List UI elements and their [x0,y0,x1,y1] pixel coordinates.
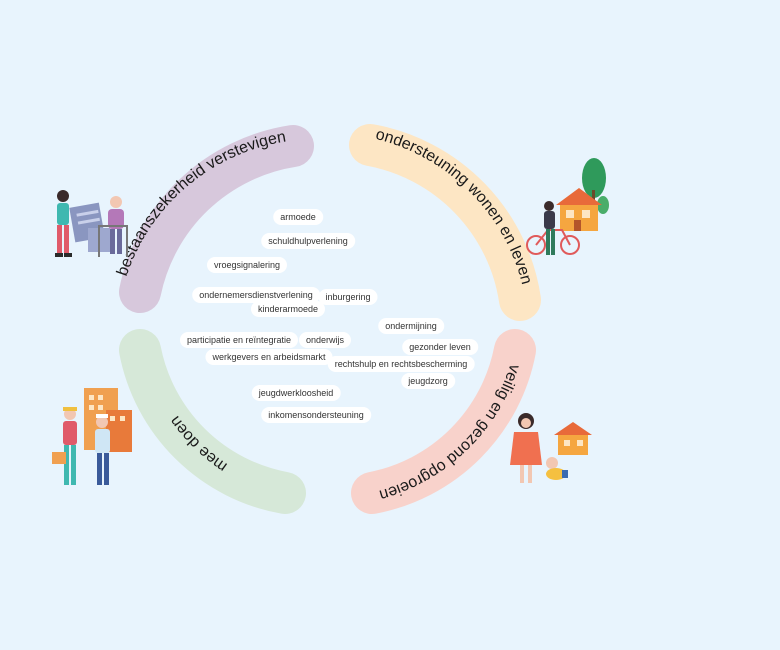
keyword-chip-inkomensondersteuning: inkomensondersteuning [261,407,371,423]
keyword-chip-onderwijs: onderwijs [298,332,352,348]
keyword-chip-kinderarmoede: kinderarmoede [250,301,326,317]
workers-illustration [52,388,132,485]
keyword-chip-ondernemersdienstverlening: ondernemersdienstverlening [192,287,320,303]
keyword-chip-jeugdwerkloosheid: jeugdwerkloosheid [251,385,341,401]
keyword-chip-participatie: participatie en reïntegratie [179,332,299,348]
keyword-chip-armoede: armoede [273,209,323,225]
keyword-chip-schuldhulpverlening: schuldhulpverlening [261,233,355,249]
people-with-documents-illustration [55,190,128,257]
keyword-chip-jeugdzorg: jeugdzorg [401,373,455,389]
arc-bestaanszekerheid [119,125,314,313]
house-and-cyclist-illustration [526,158,609,255]
keyword-chip-ondermijning: ondermijning [378,318,444,334]
keyword-chip-gezonder-leven: gezonder leven [402,339,478,355]
arc-ondersteuning [349,124,541,321]
arc-mee-doen [119,329,306,514]
children-illustration [510,413,592,483]
keyword-chip-rechtshulp: rechtshulp en rechtsbescherming [327,356,475,372]
keyword-chip-inburgering: inburgering [318,289,378,305]
keyword-chip-vroegsignalering: vroegsignalering [206,257,288,273]
arc-veilig-gezond [351,329,536,514]
keyword-chip-werkgevers: werkgevers en arbeidsmarkt [205,349,333,365]
